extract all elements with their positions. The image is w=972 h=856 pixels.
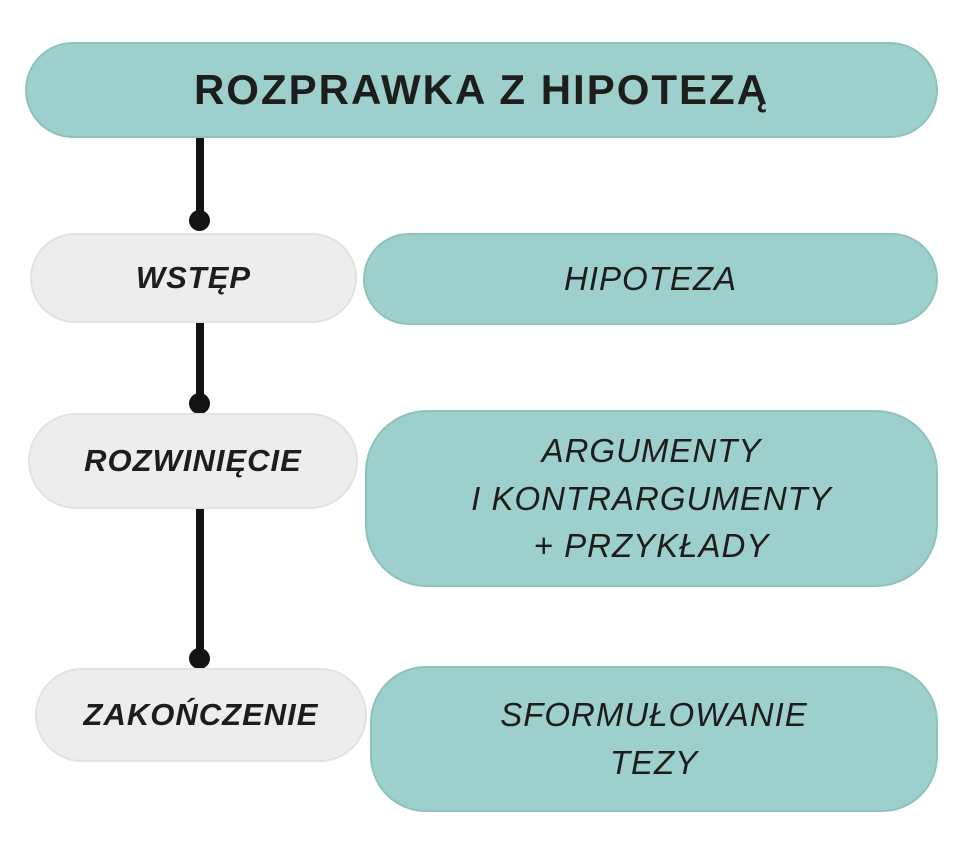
stage-pill-rozwiniecie: ROZWINIĘCIE [28, 413, 358, 509]
connector-dot-1 [189, 210, 210, 231]
detail-pill-hipoteza: HIPOTEZA [363, 233, 938, 325]
diagram-title: ROZPRAWKA Z HIPOTEZĄ [193, 66, 770, 113]
connector-dot-2 [189, 393, 210, 414]
detail-label: HIPOTEZA [563, 260, 738, 298]
connector-line-3 [196, 509, 204, 658]
stage-pill-zakonczenie: ZAKOŃCZENIE [35, 668, 367, 762]
detail-label: SFORMUŁOWANIE TEZY [500, 696, 808, 781]
stage-label: ROZWINIĘCIE [84, 443, 302, 478]
connector-dot-3 [189, 648, 210, 669]
stage-pill-wstep: WSTĘP [30, 233, 357, 323]
detail-label: ARGUMENTY I KONTRARGUMENTY + PRZYKŁADY [471, 431, 832, 565]
title-pill: ROZPRAWKA Z HIPOTEZĄ [25, 42, 938, 138]
stage-label: ZAKOŃCZENIE [83, 697, 319, 732]
connector-line-1 [196, 138, 204, 221]
detail-pill-sformulowanie: SFORMUŁOWANIE TEZY [370, 666, 938, 812]
connector-line-2 [196, 323, 204, 403]
detail-pill-argumenty: ARGUMENTY I KONTRARGUMENTY + PRZYKŁADY [365, 410, 938, 587]
stage-label: WSTĘP [135, 260, 252, 295]
